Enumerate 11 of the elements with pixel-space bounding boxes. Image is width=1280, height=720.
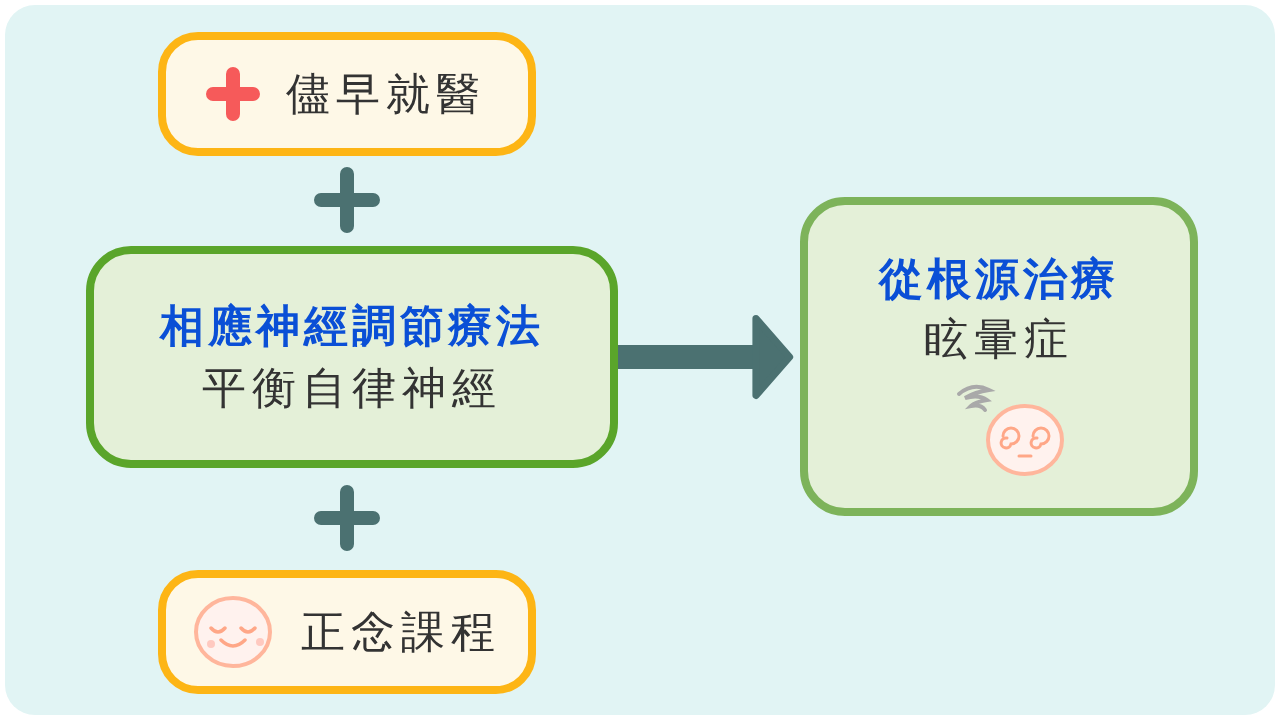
box-text: 正念課程 — [301, 607, 501, 657]
rounded-box — [158, 32, 536, 156]
rounded-box — [158, 570, 536, 694]
box-text: 儘早就醫 — [286, 69, 486, 119]
process-box — [800, 197, 1198, 516]
arrow — [618, 315, 794, 399]
box-heading: 相應神經調節療法 — [160, 301, 544, 350]
box-text: 平衡自律神經 — [202, 364, 502, 413]
process-box — [86, 246, 618, 468]
box-heading: 從根源治療 — [879, 255, 1119, 304]
box-text: 眩暈症 — [924, 315, 1074, 364]
